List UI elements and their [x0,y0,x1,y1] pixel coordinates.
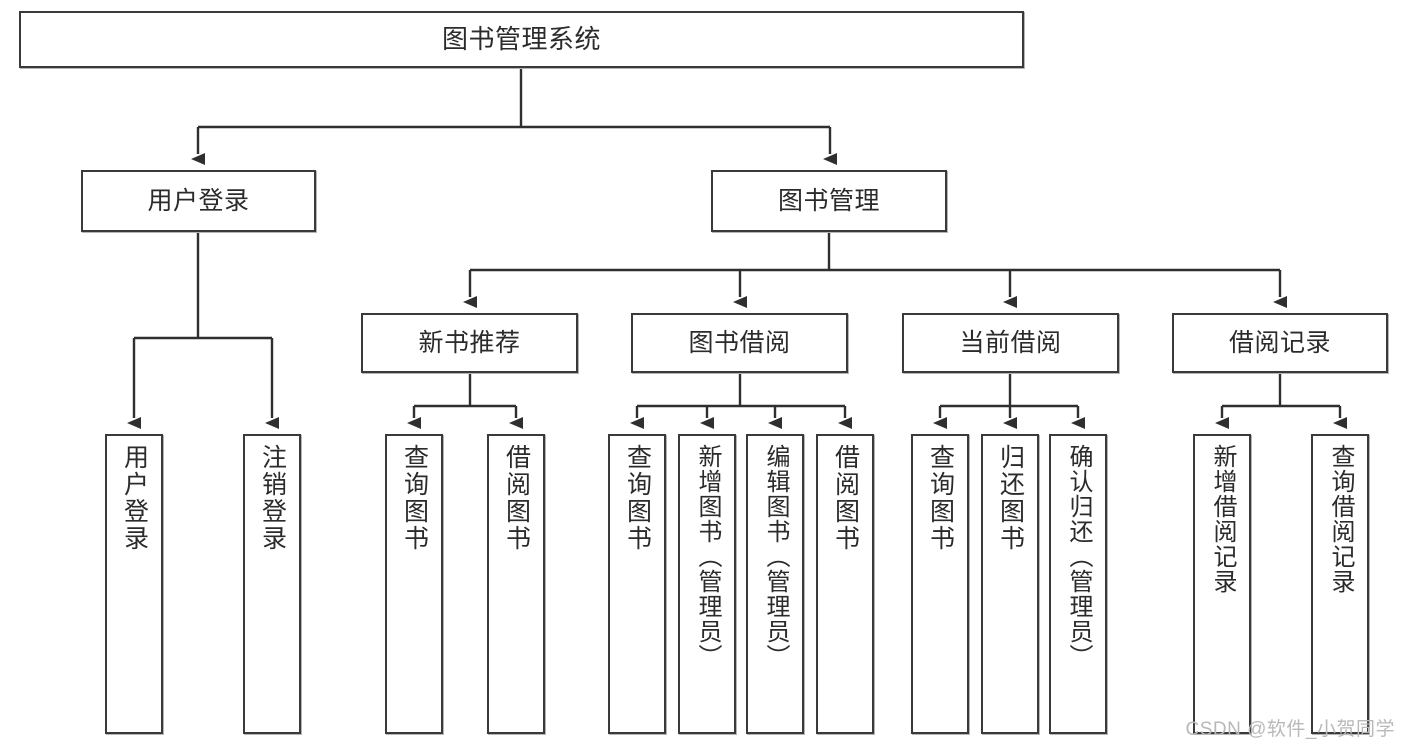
node-label: 用户登录 [120,444,149,552]
node-label: 借阅图书 [831,444,860,552]
node-label: 归还图书 [996,444,1025,552]
node-leaf-user-logout[interactable]: 注销登录 [243,434,301,734]
node-label: 确认归还（管理员） [1065,444,1092,669]
node-leaf-current-query-book[interactable]: 查询图书 [911,434,969,734]
node-book-management[interactable]: 图书管理 [711,170,947,232]
node-borrow-record[interactable]: 借阅记录 [1172,313,1388,373]
node-label: 图书管理系统 [441,24,601,55]
node-label: 图书借阅 [688,328,791,357]
node-label: 借阅记录 [1228,328,1331,357]
csdn-watermark: CSDN @软件_小贺同学 [1185,719,1395,740]
node-leaf-return-book[interactable]: 归还图书 [981,434,1039,734]
node-leaf-edit-book-admin[interactable]: 编辑图书（管理员） [746,434,804,734]
node-current-borrow[interactable]: 当前借阅 [902,313,1119,373]
node-leaf-add-borrow-record[interactable]: 新增借阅记录 [1193,434,1251,734]
node-label: 查询图书 [400,444,429,552]
node-label: 当前借阅 [959,328,1062,357]
node-leaf-borrow-book[interactable]: 借阅图书 [816,434,874,734]
node-leaf-confirm-return-admin[interactable]: 确认归还（管理员） [1049,434,1107,734]
node-new-book-recommend[interactable]: 新书推荐 [361,313,578,373]
node-leaf-borrow-query-book[interactable]: 查询图书 [608,434,666,734]
node-user-login[interactable]: 用户登录 [81,170,316,232]
node-leaf-query-borrow-record[interactable]: 查询借阅记录 [1311,434,1369,734]
node-root-system[interactable]: 图书管理系统 [19,11,1024,68]
node-label: 新增借阅记录 [1209,444,1236,594]
node-label: 用户登录 [147,186,250,215]
node-leaf-recommend-query-book[interactable]: 查询图书 [385,434,443,734]
node-label: 图书管理 [777,186,880,215]
node-leaf-user-login-action[interactable]: 用户登录 [105,434,163,734]
node-book-borrow[interactable]: 图书借阅 [631,313,848,373]
node-label: 查询图书 [926,444,955,552]
node-label: 借阅图书 [502,444,531,552]
node-leaf-recommend-borrow-book[interactable]: 借阅图书 [487,434,545,734]
node-label: 编辑图书（管理员） [762,444,789,669]
node-label: 查询图书 [623,444,652,552]
node-label: 新增图书（管理员） [694,444,721,669]
node-label: 新书推荐 [418,328,521,357]
node-label: 查询借阅记录 [1327,444,1354,594]
node-label: 注销登录 [258,444,287,552]
node-leaf-add-book-admin[interactable]: 新增图书（管理员） [678,434,736,734]
